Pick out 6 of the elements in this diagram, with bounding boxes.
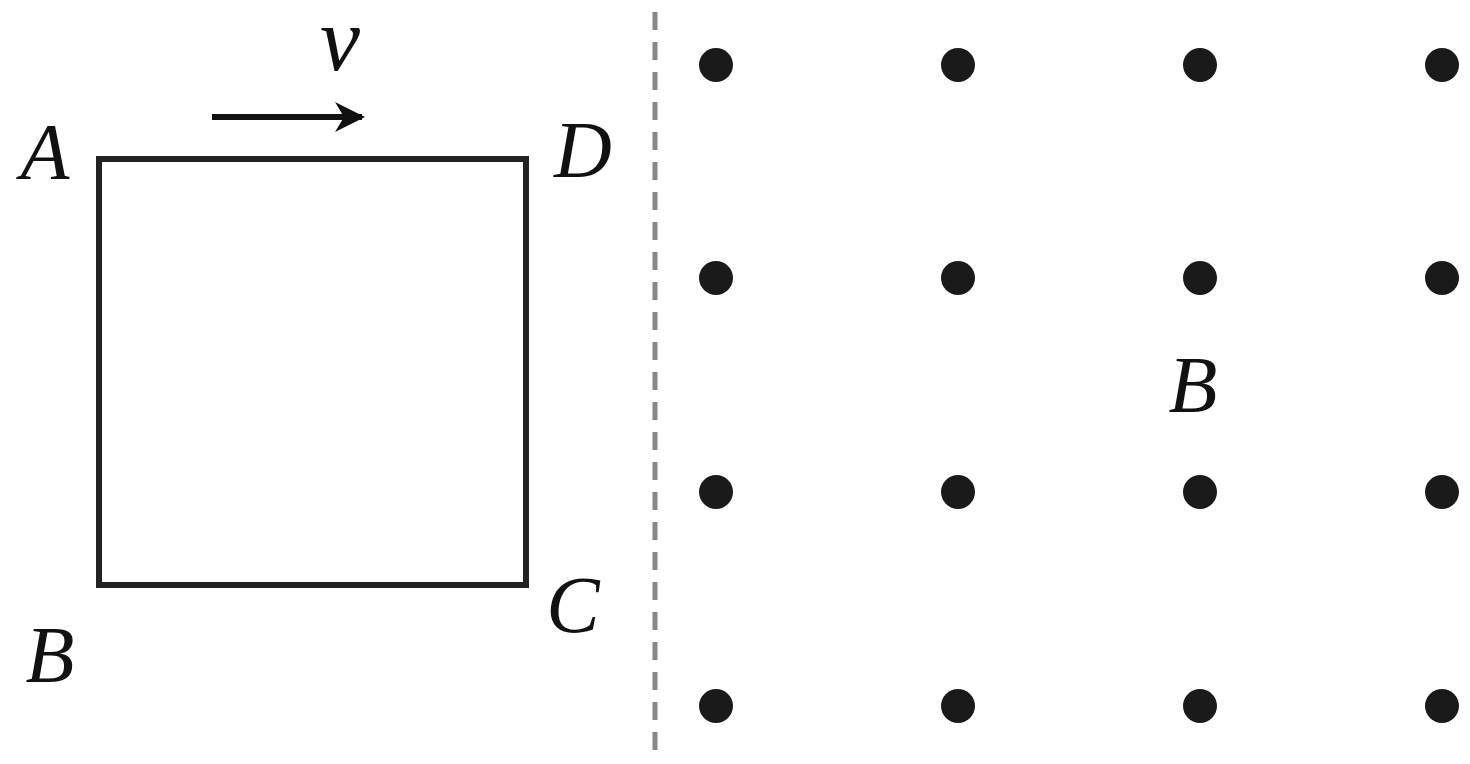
conducting-loop <box>96 156 529 588</box>
vertex-label: B <box>25 615 75 695</box>
field-label: B <box>1168 345 1218 425</box>
vertex-label: D <box>554 110 612 190</box>
vertex-label: C <box>546 565 600 645</box>
velocity-label: v <box>320 0 360 85</box>
